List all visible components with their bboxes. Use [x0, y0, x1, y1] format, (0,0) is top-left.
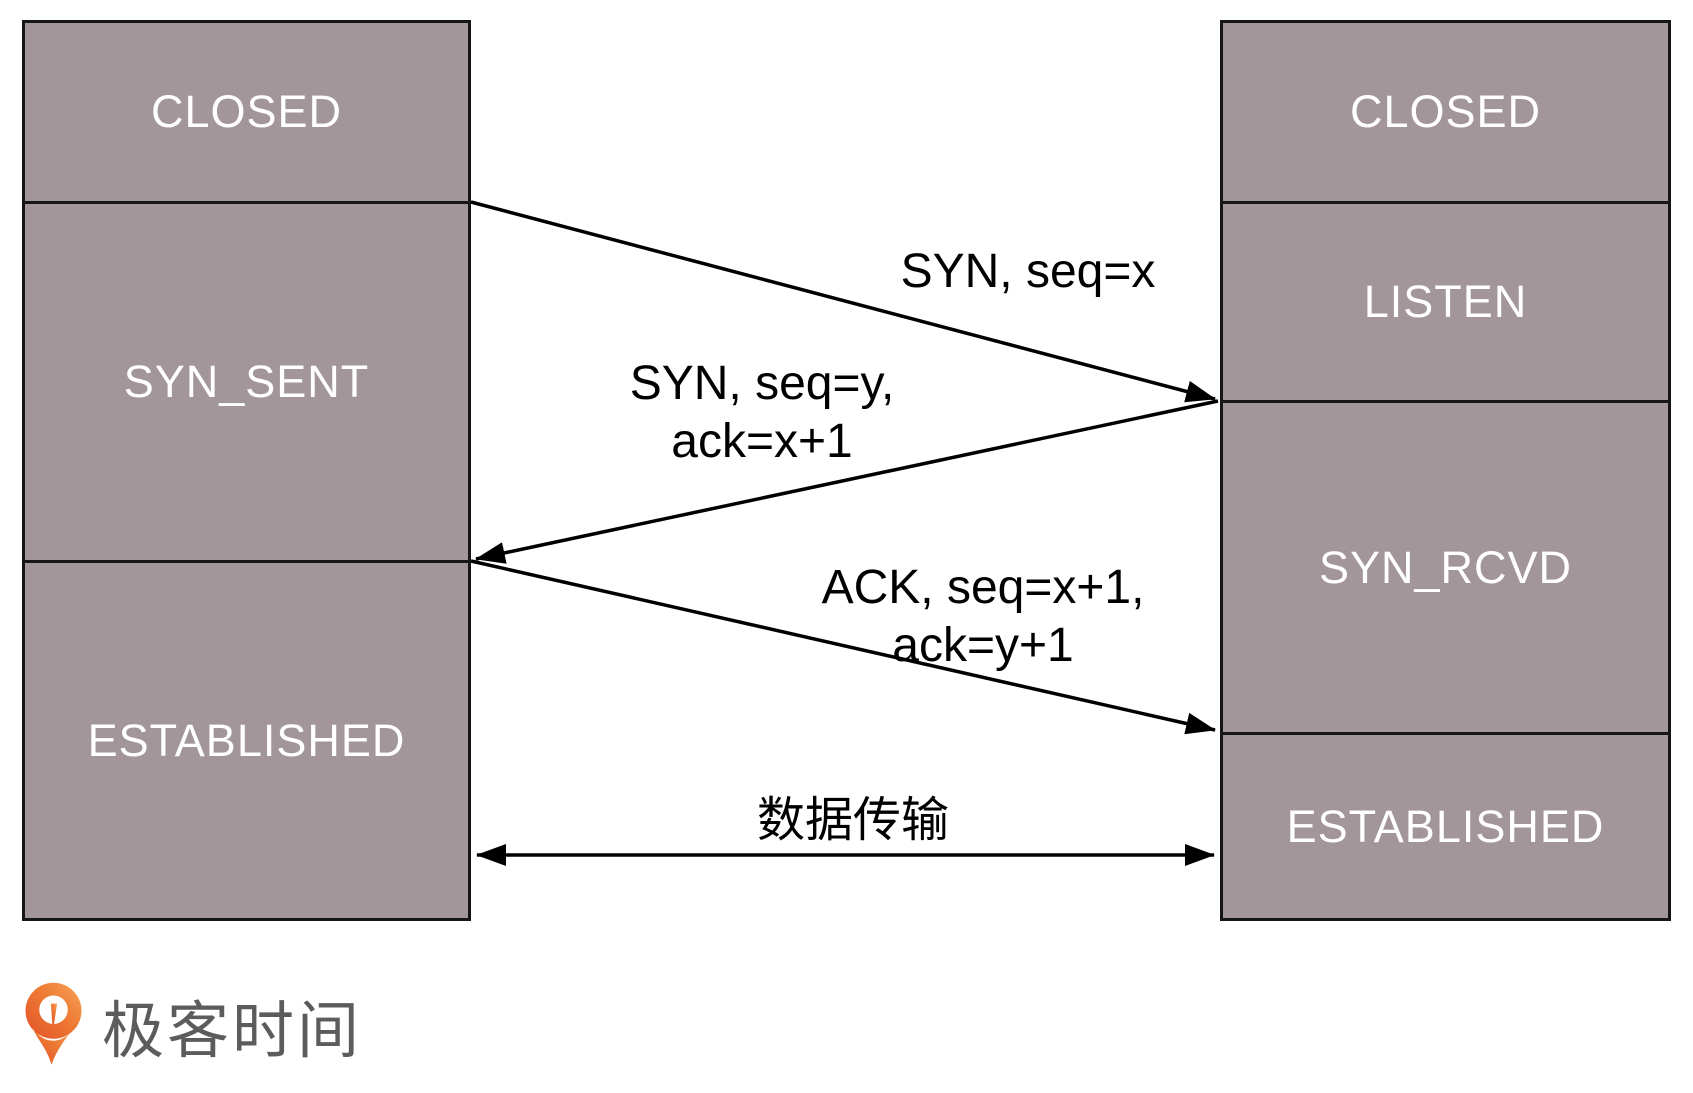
- server-state-column: CLOSED LISTEN SYN_RCVD ESTABLISHED: [1220, 20, 1671, 921]
- syn-message-label: SYN, seq=x: [900, 245, 1156, 298]
- state-label: LISTEN: [1363, 276, 1528, 327]
- client-state-closed: CLOSED: [25, 23, 468, 204]
- geektime-logo: 极客时间: [25, 980, 362, 1070]
- server-state-syn-rcvd: SYN_RCVD: [1223, 403, 1668, 735]
- geektime-logo-text: 极客时间: [102, 997, 363, 1066]
- state-label: ESTABLISHED: [1286, 800, 1605, 852]
- state-label: SYN_SENT: [123, 356, 370, 407]
- ack-message-label: ACK, seq=x+1, ack=y+1: [821, 561, 1145, 672]
- client-state-established: ESTABLISHED: [25, 563, 468, 918]
- server-state-listen: LISTEN: [1223, 204, 1668, 403]
- server-state-established: ESTABLISHED: [1223, 735, 1668, 918]
- geektime-pin-icon: [25, 982, 82, 1065]
- state-label: CLOSED: [150, 86, 343, 137]
- state-label: SYN_RCVD: [1318, 541, 1573, 593]
- data-transfer-label: 数据传输: [756, 794, 950, 847]
- client-state-column: CLOSED SYN_SENT ESTABLISHED: [22, 20, 471, 921]
- syn-arrow: [470, 200, 1216, 403]
- server-state-closed: CLOSED: [1223, 23, 1668, 204]
- state-label: CLOSED: [1349, 86, 1542, 137]
- client-state-syn-sent: SYN_SENT: [25, 204, 468, 563]
- syn-ack-arrow: [475, 399, 1219, 564]
- ack-arrow: [470, 559, 1216, 735]
- state-label: ESTABLISHED: [87, 714, 406, 766]
- syn-ack-message-label: SYN, seq=y, ack=x+1: [629, 357, 895, 468]
